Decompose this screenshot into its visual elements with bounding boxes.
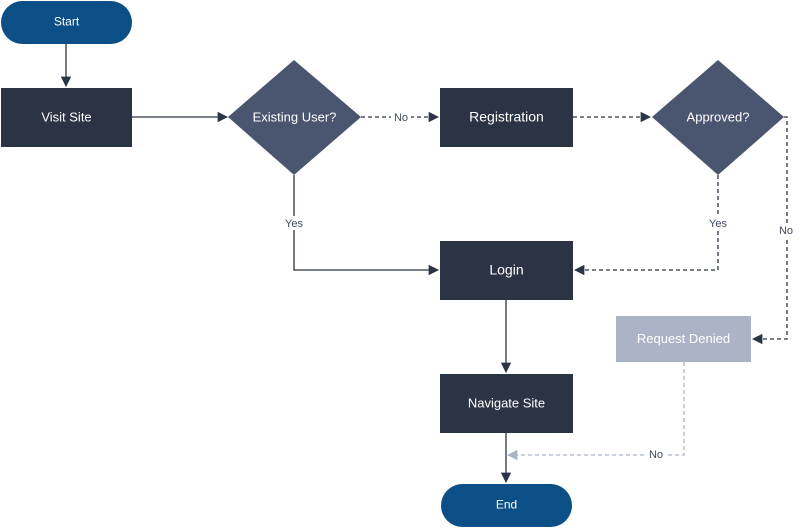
node-existing-user[interactable]: Existing User? [228,60,361,175]
edge-existing-login [293,175,440,276]
end-terminal-shape [441,484,572,527]
visit-site-process-shape [1,88,132,147]
existing-user-decision-shape [228,60,361,175]
node-end[interactable]: End [441,484,572,527]
node-login[interactable]: Login [440,241,573,300]
edge-label-approved-yes: Yes [709,218,727,230]
edge-label-denied-no: No [649,449,663,461]
approved-decision-shape [652,60,784,175]
edge-label-existing-yes: Yes [285,218,303,230]
node-visit-site[interactable]: Visit Site [1,88,132,147]
start-label: Start [54,15,80,29]
node-start[interactable]: Start [1,1,132,44]
request-denied-process-shape [616,316,751,362]
navigate-site-process-shape [440,374,573,433]
login-process-shape [440,241,573,300]
node-navigate-site[interactable]: Navigate Site [440,374,573,433]
start-terminal-shape [1,1,132,44]
node-request-denied[interactable]: Request Denied [616,316,751,362]
edge-label-approved-no: No [779,225,793,237]
edge-denied-end [506,362,685,461]
registration-process-shape [440,88,573,147]
node-approved[interactable]: Approved? [652,60,784,175]
end-label: End [496,498,517,512]
login-label: Login [489,262,523,278]
visit-site-label: Visit Site [41,109,91,124]
edge-approved-login [573,175,719,276]
node-registration[interactable]: Registration [440,88,573,147]
navigate-site-label: Navigate Site [468,395,545,410]
edge-label-existing-no: No [394,112,408,124]
edge-labels: No Yes Yes No No [282,110,796,462]
request-denied-label: Request Denied [637,331,730,346]
existing-user-label: Existing User? [253,109,337,124]
approved-label: Approved? [687,109,750,124]
registration-label: Registration [469,109,544,125]
